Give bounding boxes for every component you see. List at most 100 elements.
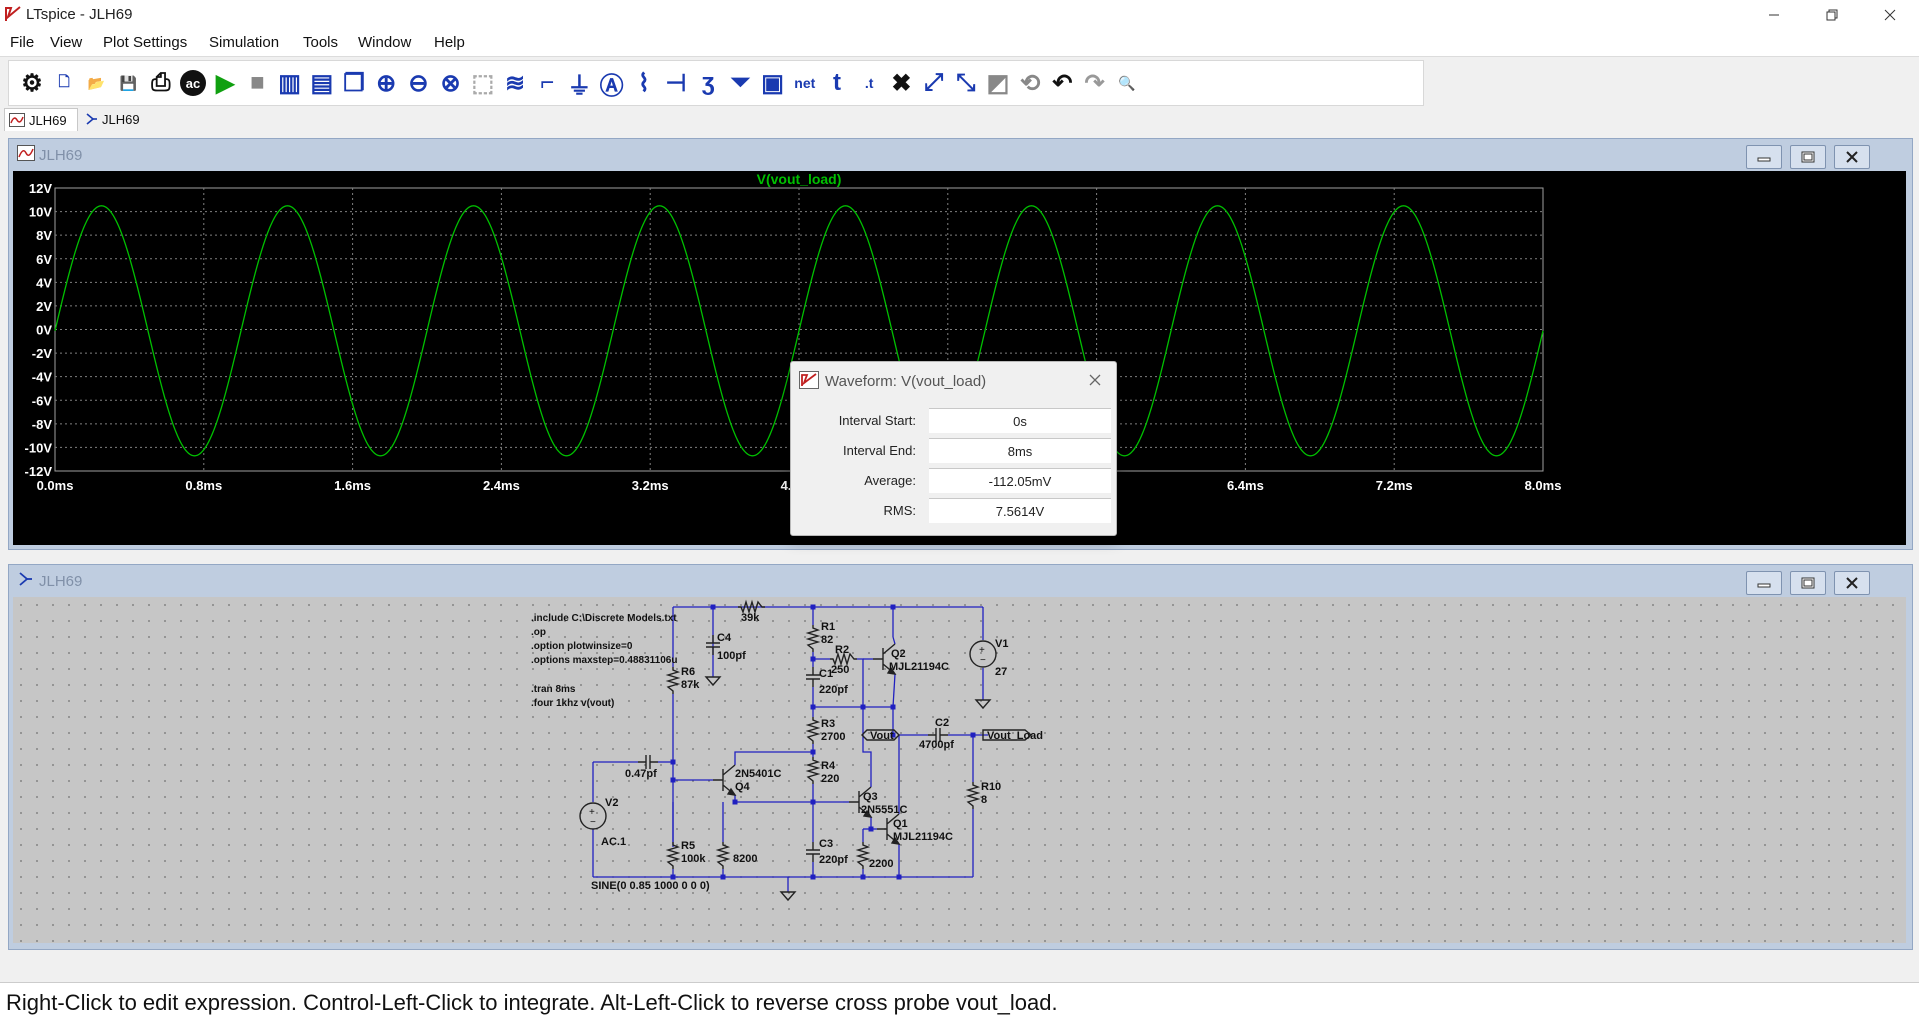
ground-symbol[interactable] [974, 699, 992, 710]
average-value[interactable]: -112.05mV [929, 468, 1111, 493]
capacitor-c4[interactable] [706, 635, 720, 655]
voltage-source-v1[interactable] [969, 640, 997, 668]
label-q3-value[interactable]: 2N5551C [861, 804, 908, 816]
tab-schematic-jlh69[interactable]: JLH69 [80, 108, 152, 130]
move-button[interactable]: ⤢ [917, 66, 951, 100]
menu-file[interactable]: File [10, 34, 35, 51]
wire[interactable] [892, 673, 896, 708]
waveform-maximize-button[interactable] [1790, 145, 1826, 169]
save-button[interactable]: 💾 [112, 66, 146, 100]
find-button[interactable]: 🔍 [1110, 66, 1144, 100]
mirror-button[interactable]: ◩ [981, 66, 1015, 100]
capacitor-c3[interactable] [806, 842, 820, 862]
label-v2[interactable]: V2 [605, 797, 618, 809]
label-c3-value[interactable]: 220pf [819, 854, 848, 866]
resistor-r6[interactable] [665, 667, 681, 694]
label-c1-value[interactable]: 220pf [819, 684, 848, 696]
label-q2-value[interactable]: MJL21194C [889, 661, 949, 673]
resistor-button[interactable]: ⌇ [627, 66, 661, 100]
waveform-close-button[interactable] [1834, 145, 1870, 169]
voltage-source-v2[interactable] [579, 802, 607, 830]
capacitor-c2[interactable] [928, 728, 948, 742]
transistor-q2[interactable] [873, 643, 896, 675]
zoom-out-button[interactable]: ⊖ [401, 66, 435, 100]
tile-vertical-button[interactable]: ▥ [273, 66, 307, 100]
waveform-minimize-button[interactable] [1746, 145, 1782, 169]
capacitor-input[interactable] [638, 755, 658, 769]
add-trace-button[interactable]: ≋ [498, 66, 532, 100]
label-c3[interactable]: C3 [819, 838, 833, 850]
tab-waveform-jlh69[interactable]: JLH69 [4, 108, 78, 131]
ground-symbol[interactable] [779, 891, 797, 902]
label-v1-value[interactable]: 27 [995, 666, 1007, 678]
voltage-source-v1-plus[interactable]: + [979, 645, 985, 656]
spice-directive[interactable]: .four 1khz v(vout) [531, 698, 614, 709]
zoom-in-button[interactable]: ⊕ [369, 66, 403, 100]
label-sine-source[interactable]: SINE(0 0.85 1000 0 0 0) [591, 880, 710, 892]
label-2200[interactable]: 2200 [869, 858, 893, 870]
wire[interactable] [862, 707, 872, 787]
spice-directive[interactable]: .include C:\Discrete Models.txt [531, 613, 677, 624]
label-r1-value[interactable]: 82 [821, 634, 833, 646]
spice-netlist-button[interactable]: net [788, 66, 822, 100]
schematic-window-titlebar[interactable]: JLH69 [9, 565, 1912, 597]
label-q2[interactable]: Q2 [891, 648, 906, 660]
capacitor-c1[interactable] [806, 667, 820, 687]
label-r5-value[interactable]: 100k [681, 853, 706, 865]
spice-directive[interactable]: .option plotwinsize=0 [531, 641, 633, 652]
label-c2-value[interactable]: 4700pf [919, 739, 954, 751]
schematic-canvas[interactable]: .include C:\Discrete Models.txt.op.optio… [13, 597, 1906, 943]
label-q3[interactable]: Q3 [863, 791, 878, 803]
restore-button[interactable] [1803, 0, 1861, 29]
ac-analysis-button[interactable]: ac [176, 66, 210, 100]
spice-directive-button[interactable]: .t [852, 66, 886, 100]
interval-start-value[interactable]: 0s [929, 408, 1111, 433]
ground-symbol[interactable] [704, 676, 722, 687]
zoom-fit-button[interactable]: ⊗ [434, 66, 468, 100]
voltage-source-v2-plus[interactable]: + [589, 807, 595, 818]
transistor-q3[interactable] [849, 786, 872, 818]
settings-button[interactable]: ⚙ [15, 66, 49, 100]
resistor-39k[interactable] [738, 599, 765, 615]
label-r4[interactable]: R4 [821, 760, 836, 772]
resistor-r10[interactable] [965, 782, 981, 809]
drag-button[interactable]: ⤡ [949, 66, 983, 100]
label-8200[interactable]: 8200 [733, 853, 757, 865]
transistor-q4[interactable] [713, 764, 736, 796]
run-button[interactable]: ▶ [208, 66, 242, 100]
schematic-svg[interactable]: .include C:\Discrete Models.txt.op.optio… [13, 597, 1906, 943]
print-button[interactable]: ⎙ [144, 66, 178, 100]
new-schematic-button[interactable]: 🗋 [47, 66, 81, 100]
label-c1[interactable]: C1 [819, 668, 833, 680]
trace-vout-load[interactable] [54, 205, 1544, 457]
label-r2-value[interactable]: 250 [831, 664, 849, 676]
label-r10-value[interactable]: 8 [981, 794, 987, 806]
spice-directive[interactable]: .options maxstep=0.48831106u [531, 655, 677, 666]
ground-button[interactable]: ⏚ [562, 66, 596, 100]
minimize-button[interactable] [1745, 0, 1803, 29]
resistor-r1[interactable] [805, 625, 821, 652]
label-r3[interactable]: R3 [821, 718, 835, 730]
schematic-maximize-button[interactable] [1790, 571, 1826, 595]
label-vout[interactable]: Vout [870, 730, 894, 742]
delete-button[interactable]: ✖ [884, 66, 918, 100]
open-button[interactable]: 📂 [79, 66, 113, 100]
label-q4-value[interactable]: 2N5401C [735, 768, 782, 780]
resistor-r5[interactable] [665, 842, 681, 869]
menu-simulation[interactable]: Simulation [209, 34, 280, 51]
inductor-button[interactable]: ʒ [691, 66, 725, 100]
capacitor-button[interactable]: ⊣ [659, 66, 693, 100]
tile-horizontal-button[interactable]: ▤ [305, 66, 339, 100]
label-v2-value[interactable]: AC.1 [601, 836, 626, 848]
rms-value[interactable]: 7.5614V [929, 498, 1111, 523]
menu-window[interactable]: Window [358, 34, 412, 51]
label-r5[interactable]: R5 [681, 840, 695, 852]
label-v1[interactable]: V1 [995, 638, 1008, 650]
waveform-window-titlebar[interactable]: JLH69 [9, 139, 1912, 171]
label-net-button[interactable]: Ⓐ [595, 66, 629, 100]
wire-button[interactable]: ⌐ [530, 66, 564, 100]
label-q1-value[interactable]: MJL21194C [893, 831, 953, 843]
label-c2[interactable]: C2 [935, 717, 949, 729]
net-flag-vout[interactable] [861, 729, 900, 741]
label-input-cap-value[interactable]: 0.47pf [625, 768, 657, 780]
